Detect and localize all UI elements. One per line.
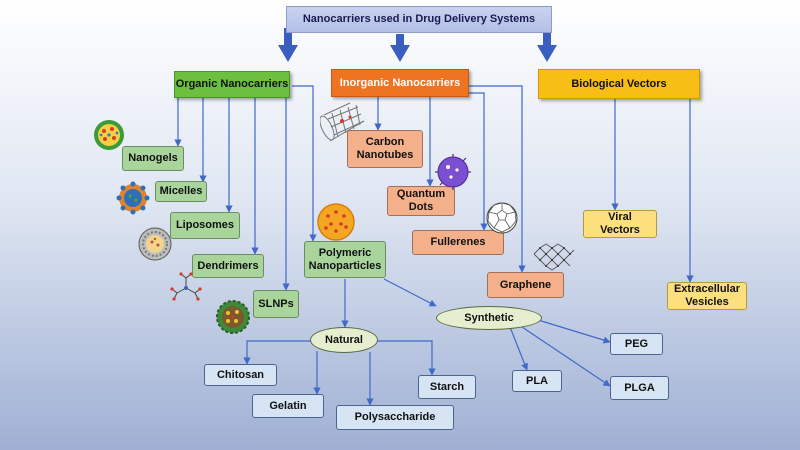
quantum-dot-icon <box>435 154 471 190</box>
node-polysaccharide: Polysaccharide <box>336 405 454 430</box>
nanogel-icon <box>94 120 124 150</box>
node-synthetic: Synthetic <box>436 306 542 330</box>
fullerene-icon <box>486 202 518 234</box>
node-starch: Starch <box>418 375 476 399</box>
edge-synthetic <box>383 278 437 307</box>
edge-chitosan <box>243 340 317 365</box>
edge-pla <box>509 326 528 371</box>
edge-peg <box>537 319 611 344</box>
diagram-title: Nanocarriers used in Drug Delivery Syste… <box>286 6 552 33</box>
node-dendrimers: Dendrimers <box>192 254 264 278</box>
dendrimer-icon <box>170 272 202 301</box>
node-graphene: Graphene <box>487 272 564 298</box>
node-slnps: SLNPs <box>253 290 299 318</box>
edge-polymeric <box>292 85 317 242</box>
node-extracellular-vesicles: Extracellular Vesicles <box>667 282 747 310</box>
category-inorganic: Inorganic Nanocarriers <box>331 69 469 97</box>
category-biological: Biological Vectors <box>538 69 700 99</box>
edge-starch <box>378 340 436 376</box>
node-gelatin: Gelatin <box>252 394 324 418</box>
slnp-icon <box>216 300 250 334</box>
category-organic: Organic Nanocarriers <box>174 71 290 98</box>
node-carbon-nanotubes: Carbon Nanotubes <box>347 130 423 168</box>
edge-plga <box>521 326 611 387</box>
node-micelles: Micelles <box>155 181 207 202</box>
big-arrow-inorganic <box>390 34 410 62</box>
polymeric-nanoparticle-icon <box>317 203 355 241</box>
carbon-nanotube-icon <box>320 102 365 142</box>
node-polymeric-nanoparticles: Polymeric Nanoparticles <box>304 241 386 278</box>
liposome-icon <box>138 227 172 261</box>
node-fullerenes: Fullerenes <box>412 230 504 255</box>
node-quantum-dots: Quantum Dots <box>387 186 455 216</box>
graphene-icon <box>533 243 575 271</box>
node-liposomes: Liposomes <box>170 212 240 239</box>
edge-fullerenes <box>469 92 488 231</box>
node-pla: PLA <box>512 370 562 392</box>
micelle-icon <box>116 181 150 215</box>
node-natural: Natural <box>310 327 378 353</box>
node-nanogels: Nanogels <box>122 146 184 171</box>
big-arrow-organic <box>278 28 298 62</box>
node-peg: PEG <box>610 333 663 355</box>
node-chitosan: Chitosan <box>204 364 277 386</box>
big-arrow-biological <box>537 28 557 62</box>
edge-graphene <box>469 85 526 273</box>
node-plga: PLGA <box>610 376 669 400</box>
node-viral-vectors: Viral Vectors <box>583 210 657 238</box>
